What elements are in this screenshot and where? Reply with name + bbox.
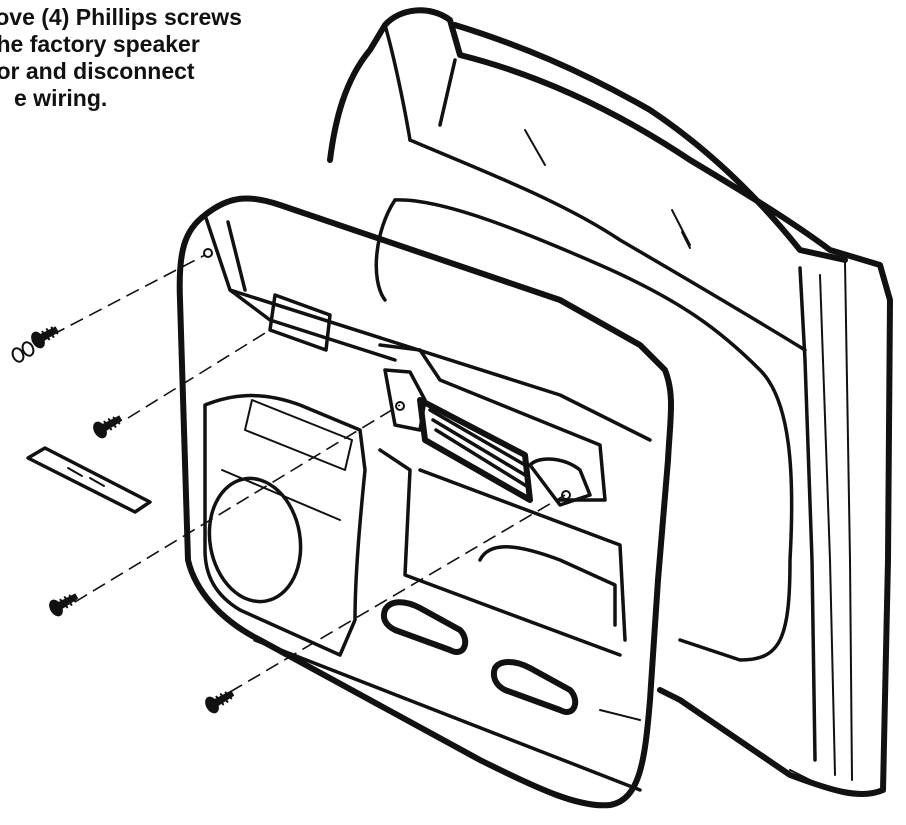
screw-holes xyxy=(203,248,571,500)
washer-icon xyxy=(11,341,35,363)
guide-line-2 xyxy=(127,329,271,419)
lower-slot-1 xyxy=(380,599,469,655)
instruction-line-2: m the factory speaker xyxy=(0,31,200,57)
screw-4-icon xyxy=(205,690,235,714)
guide-line-4 xyxy=(229,494,566,693)
guide-line-3 xyxy=(74,404,401,603)
instruction-text: emove (4) Phillips screws m the factory … xyxy=(0,4,362,112)
screw-3-icon xyxy=(49,593,79,617)
screw-guide-lines xyxy=(51,254,566,693)
instruction-line-1: emove (4) Phillips screws xyxy=(0,4,242,30)
instruction-line-4: e wiring. xyxy=(14,85,108,111)
trim-cover-plate xyxy=(26,446,152,514)
screw-2-icon xyxy=(93,415,123,439)
lower-slot-2 xyxy=(490,659,579,715)
door-frame xyxy=(327,7,893,798)
trim-panel xyxy=(176,195,674,809)
instruction-line-3: aptor and disconnect xyxy=(0,58,195,84)
guide-line-1 xyxy=(51,254,206,336)
screw-1-icon xyxy=(31,326,59,349)
